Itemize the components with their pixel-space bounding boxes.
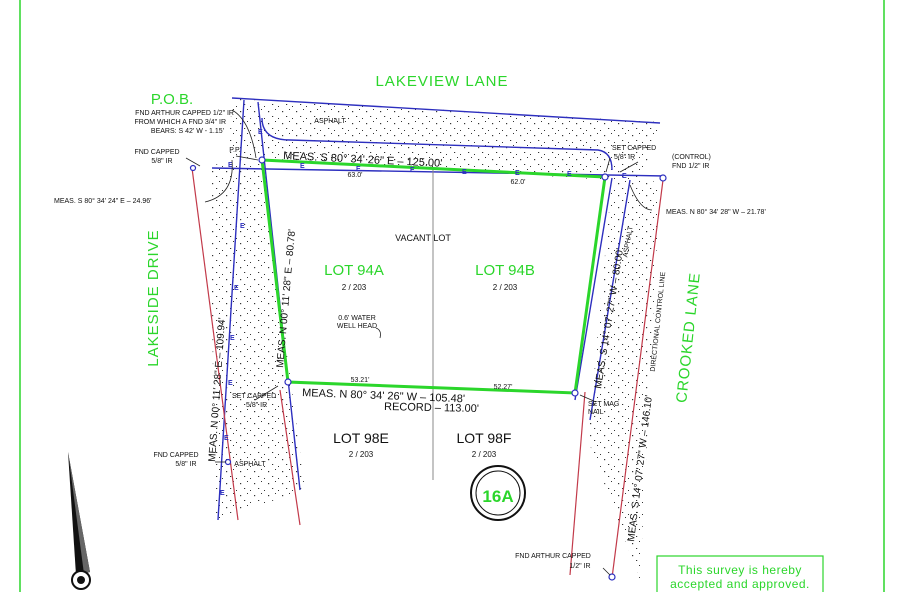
- asphalt-east: [588, 178, 660, 580]
- svg-text:E: E: [258, 129, 263, 136]
- monuments: [189, 156, 667, 581]
- svg-text:E: E: [228, 162, 233, 169]
- monument-ne: [601, 173, 609, 181]
- well-label-1: 0.6' WATER: [338, 315, 376, 322]
- svg-text:E: E: [234, 285, 239, 292]
- note-set-capped-sw-1: SET CAPPED: [232, 393, 276, 400]
- bearing-south-b: 52.27': [494, 384, 513, 391]
- lot-94a-label: LOT 94A: [324, 262, 384, 279]
- note-set-capped-ne-1: SET CAPPED: [612, 145, 656, 152]
- lot-94b-ref: 2 / 203: [493, 283, 518, 292]
- asphalt-west: [210, 160, 305, 520]
- lot-98f-label: LOT 98F: [457, 430, 512, 446]
- svg-text:E: E: [230, 335, 235, 342]
- svg-text:E: E: [462, 169, 467, 176]
- lot-98e-label: LOT 98E: [333, 430, 389, 446]
- lot-98e-ref: 2 / 203: [349, 450, 374, 459]
- note-nw-3: BEARS: S 42' W - 1.15': [151, 128, 224, 135]
- vacant-lot-label: VACANT LOT: [395, 233, 451, 243]
- svg-text:E: E: [228, 380, 233, 387]
- block-seal: 16A: [470, 465, 526, 521]
- note-control-2: FND 1/2" IR: [672, 163, 710, 170]
- bearing-north-b: 62.0': [511, 179, 526, 186]
- monument-se: [571, 389, 579, 397]
- monument-nw: [258, 156, 266, 164]
- street-east: CROOKED LANE: [673, 271, 704, 403]
- asphalt-west-label: ASPHALT: [234, 461, 266, 468]
- note-fnd-arthur-2: 1/2" IR: [569, 563, 590, 570]
- note-fnd-arthur-1: FND ARTHUR CAPPED: [515, 553, 591, 560]
- bearing-south-a: 53.21': [351, 377, 370, 384]
- bearing-west-tie: MEAS. S 80° 34' 24" E – 24.96': [54, 197, 151, 205]
- svg-text:E: E: [220, 490, 225, 497]
- well-label-2: WELL HEAD: [337, 323, 377, 330]
- lot-94a-ref: 2 / 203: [342, 283, 367, 292]
- note-fnd-capped-w2: 5/8" IR: [151, 158, 172, 165]
- note-set-mag-2: NAIL: [588, 409, 604, 416]
- monument-notes: FND ARTHUR CAPPED 1/2" IR FROM WHICH A F…: [134, 110, 710, 570]
- svg-text:E: E: [410, 167, 415, 174]
- note-nw-1: FND ARTHUR CAPPED 1/2" IR: [135, 110, 234, 117]
- monument-control: [659, 174, 667, 182]
- note-set-mag-1: SET MAG: [588, 401, 619, 408]
- pob-label: P.O.B.: [151, 91, 193, 108]
- asphalt-north-label: ASPHALT: [314, 118, 346, 125]
- street-west: LAKESIDE DRIVE: [145, 229, 162, 366]
- svg-text:E: E: [515, 170, 520, 177]
- easement-markers: E E E E E E E E E E E E E E E: [220, 129, 627, 497]
- note-fnd-capped-s2: 5/8" IR: [175, 461, 196, 468]
- note-set-capped-ne-2: 5/8" IR: [614, 154, 635, 161]
- leader-lines: [185, 109, 653, 576]
- lot-94b-label: LOT 94B: [475, 262, 535, 279]
- monument-south: [608, 573, 616, 581]
- svg-text:E: E: [240, 223, 245, 230]
- svg-text:E: E: [622, 173, 627, 180]
- note-nw-2: FROM WHICH A FND 3/4" IR: [134, 119, 226, 126]
- street-north: LAKEVIEW LANE: [375, 73, 508, 90]
- monument-west: [189, 164, 197, 172]
- block-label: 16A: [482, 487, 513, 506]
- pp-label: P.P.: [229, 147, 240, 154]
- approval-box: [656, 555, 824, 592]
- svg-text:E: E: [300, 163, 305, 170]
- bearing-east-tie: MEAS. N 80° 34' 28" W – 21.78': [666, 208, 766, 216]
- note-fnd-capped-w1: FND CAPPED: [134, 149, 179, 156]
- svg-text:E: E: [567, 171, 572, 178]
- approval-note: This survey is hereby accepted and appro…: [656, 555, 824, 592]
- bearing-north-a: 63.0': [348, 172, 363, 179]
- note-control-1: (CONTROL): [672, 154, 711, 161]
- bearing-record: RECORD – 113.00': [384, 401, 479, 415]
- svg-text:E: E: [224, 435, 229, 442]
- north-arrow-icon: [68, 452, 91, 590]
- lot-98f-ref: 2 / 203: [472, 450, 497, 459]
- approval-line-2: accepted and approved.: [670, 577, 810, 591]
- monument-sw: [284, 378, 292, 386]
- approval-line-1: This survey is hereby: [678, 563, 802, 577]
- svg-text:E: E: [356, 166, 361, 173]
- monument-sw-road: [224, 458, 232, 466]
- note-fnd-capped-s1: FND CAPPED: [153, 452, 198, 459]
- asphalt-north: [228, 98, 660, 182]
- note-set-capped-sw-2: 5/8" IR: [246, 402, 267, 409]
